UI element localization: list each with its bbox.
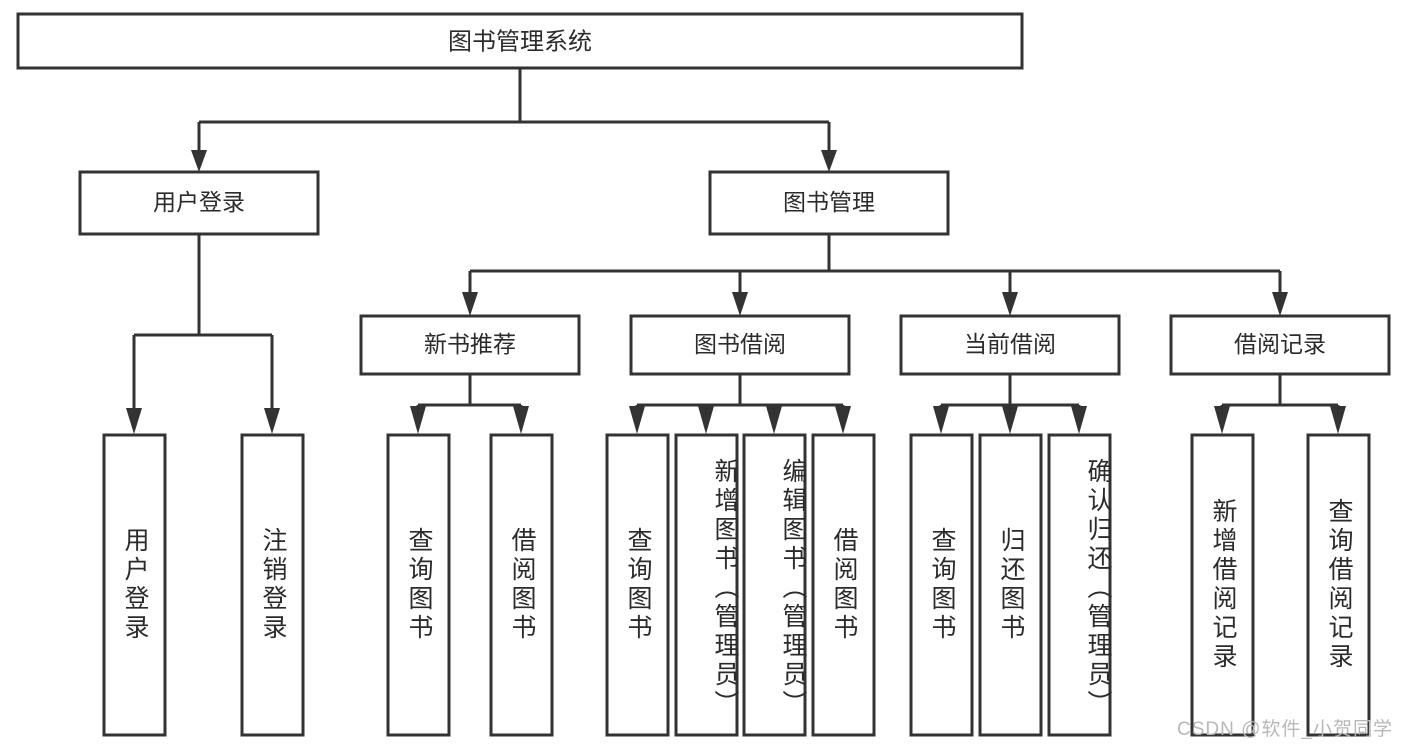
- leaf-box-current-borrow-0[interactable]: [909, 433, 974, 737]
- leaf-box-borrow-records-1[interactable]: [1306, 433, 1371, 737]
- leaf-box-borrow-records-0[interactable]: [1190, 433, 1255, 737]
- leaf-box-book-borrow-3[interactable]: [811, 433, 876, 737]
- connector-new-book-to-leaves: [410, 374, 529, 434]
- node-book-management-label: 图书管理: [783, 189, 875, 215]
- node-book-borrow-label: 图书借阅: [694, 331, 786, 357]
- node-root-system[interactable]: 图书管理系统: [16, 12, 1024, 70]
- leaf-box-book-borrow-2[interactable]: [742, 433, 807, 737]
- leaf-box-new-book-1[interactable]: [489, 433, 554, 737]
- connector-book-borrow-to-leaves: [629, 374, 851, 434]
- leaf-box-current-borrow-2[interactable]: [1047, 433, 1112, 737]
- leaf-box-user-login-0[interactable]: [102, 433, 167, 737]
- connector-borrow-records-to-leaves: [1214, 374, 1346, 434]
- connector-root-to-level1: [191, 68, 837, 172]
- leaf-box-new-book-0[interactable]: [386, 433, 451, 737]
- node-borrow-records-label: 借阅记录: [1234, 331, 1326, 357]
- connector-user-login-to-leaves: [126, 234, 280, 434]
- node-new-book-recommend[interactable]: 新书推荐: [359, 314, 581, 376]
- node-book-borrow[interactable]: 图书借阅: [629, 314, 851, 376]
- node-root-system-label: 图书管理系统: [448, 28, 592, 55]
- node-borrow-records[interactable]: 借阅记录: [1169, 314, 1391, 376]
- connector-level1-to-level2: [462, 234, 1288, 316]
- leaf-box-user-login-1[interactable]: [240, 433, 305, 737]
- node-user-login-label: 用户登录: [153, 189, 245, 215]
- connector-current-borrow-to-leaves: [933, 374, 1087, 434]
- node-user-login[interactable]: 用户登录: [78, 170, 320, 236]
- node-current-borrow-label: 当前借阅: [964, 331, 1056, 357]
- leaf-box-book-borrow-0[interactable]: [605, 433, 670, 737]
- node-current-borrow[interactable]: 当前借阅: [899, 314, 1121, 376]
- node-new-book-recommend-label: 新书推荐: [424, 331, 516, 357]
- leaf-box-book-borrow-1[interactable]: [674, 433, 739, 737]
- node-book-management[interactable]: 图书管理: [708, 170, 950, 236]
- leaf-box-current-borrow-1[interactable]: [978, 433, 1043, 737]
- watermark-text: CSDN @软件_小贺同学: [1177, 719, 1393, 740]
